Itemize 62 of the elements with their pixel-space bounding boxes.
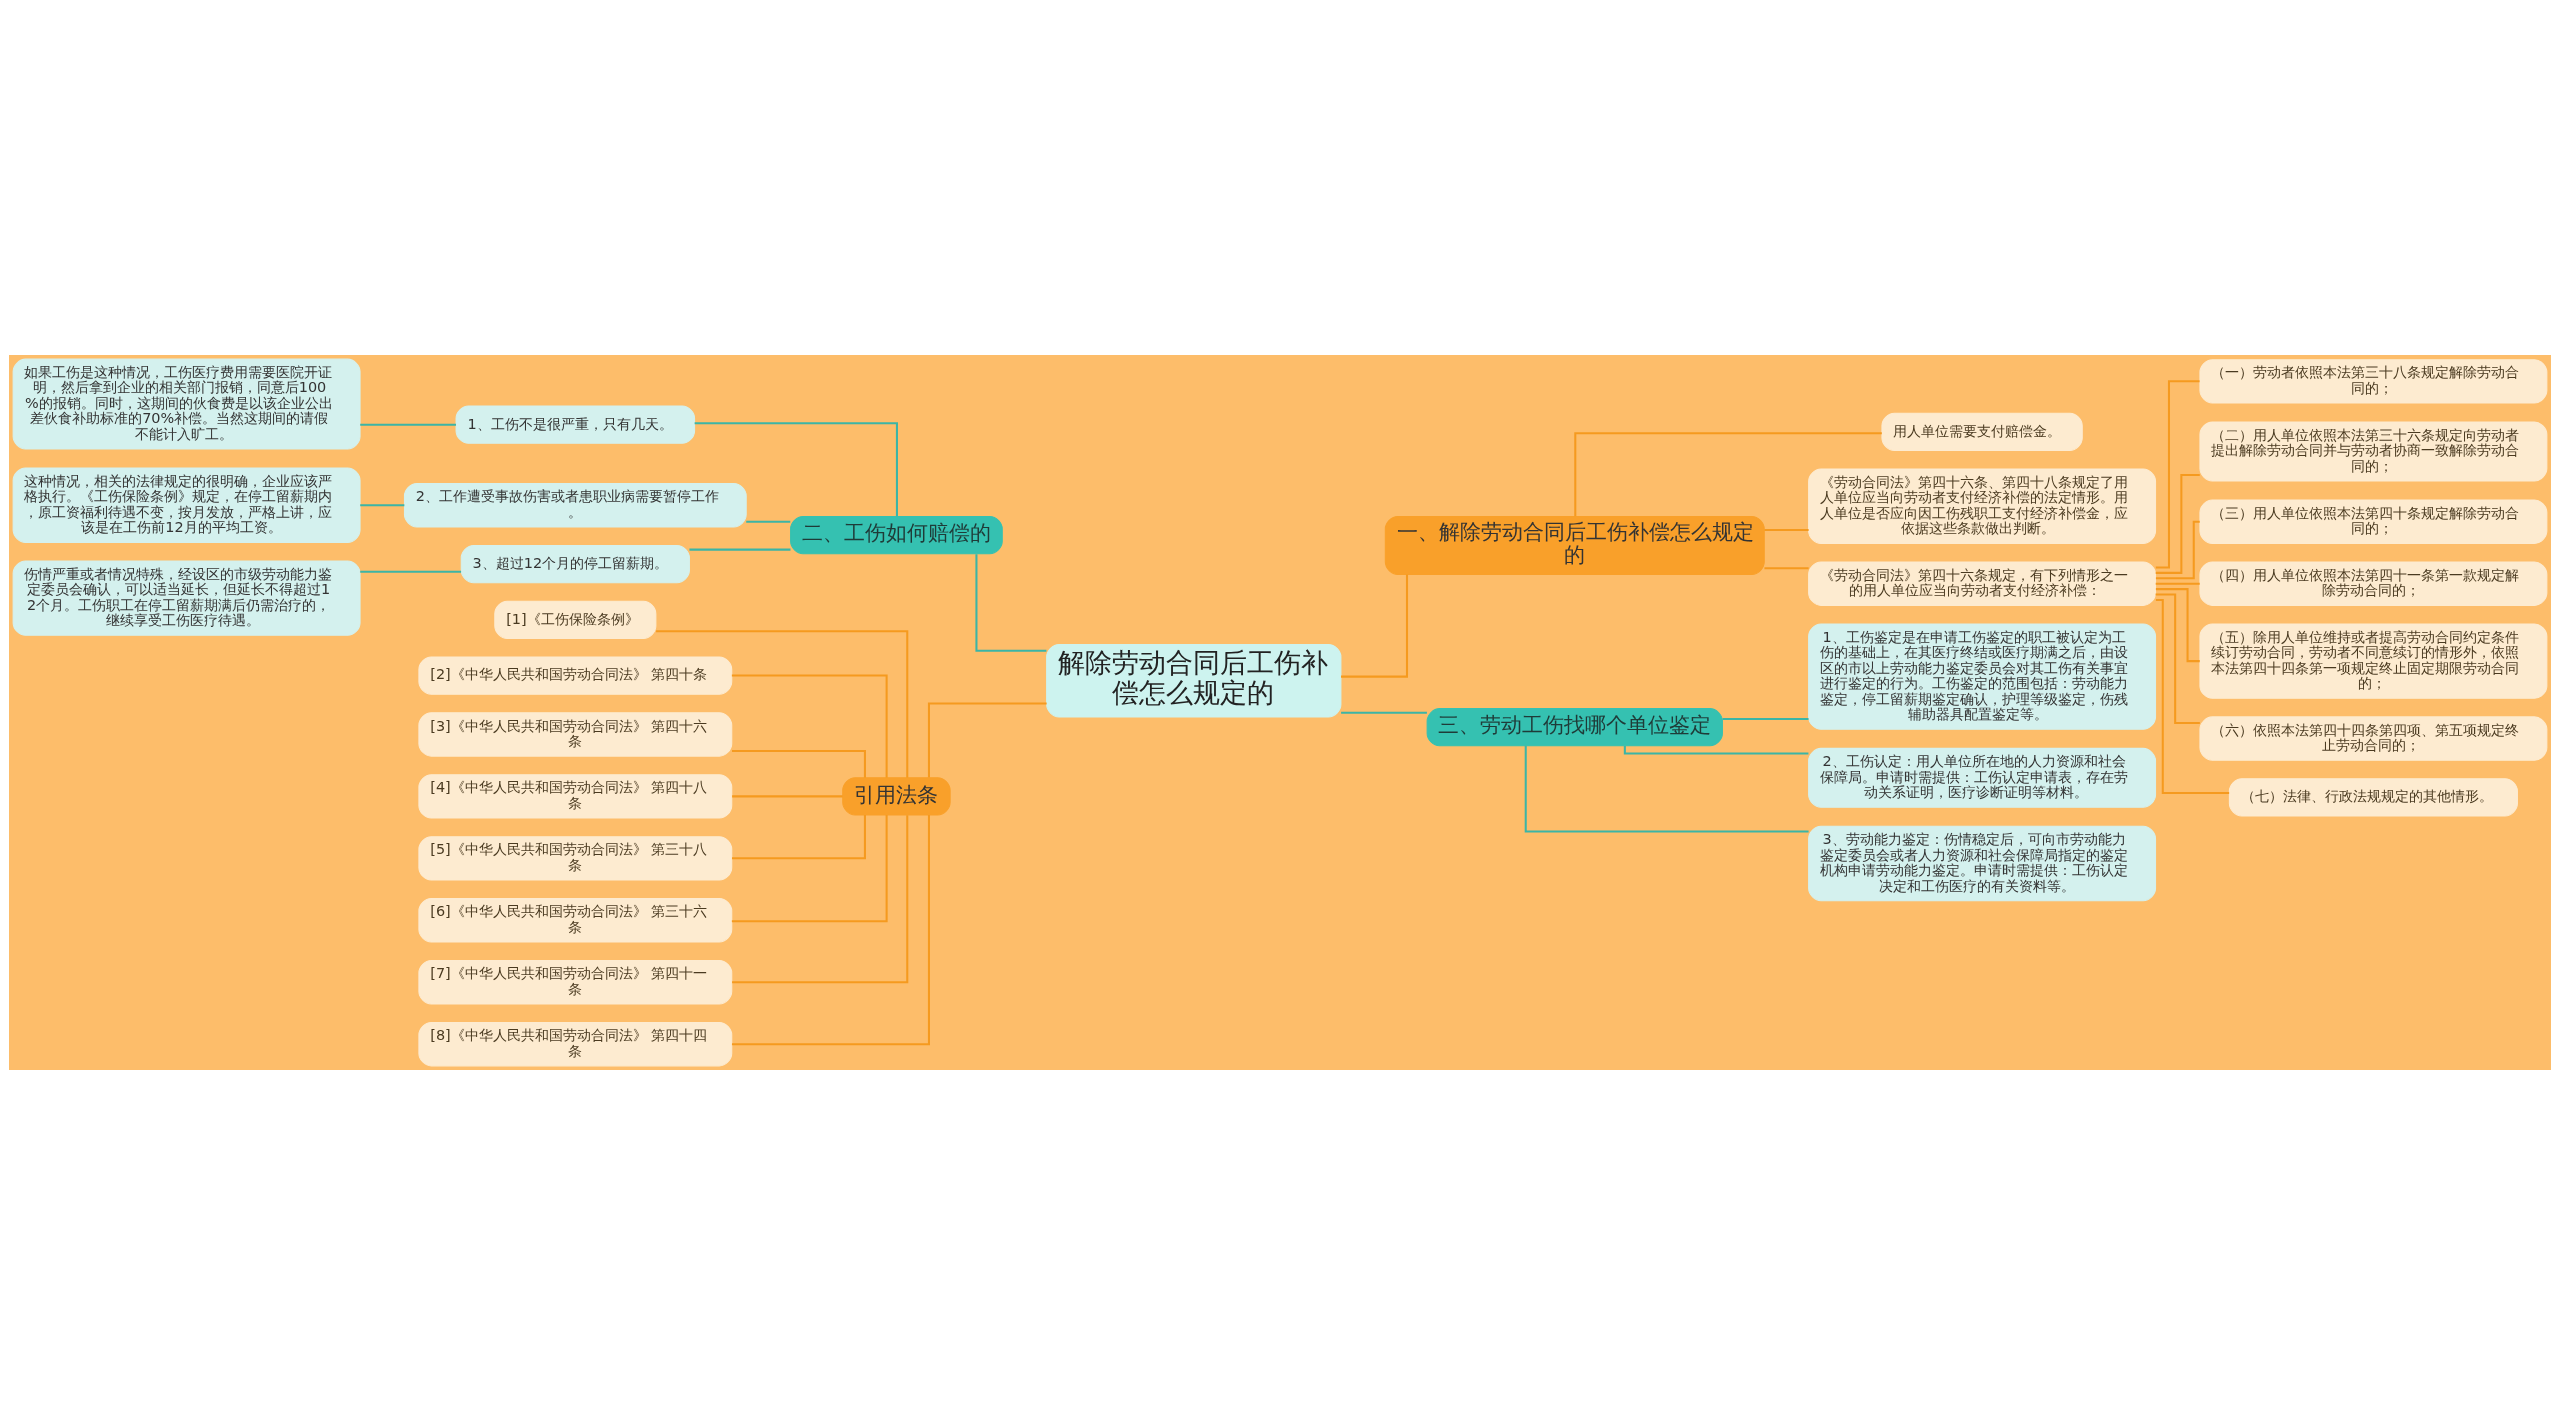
connector (731, 815, 888, 923)
connector (2155, 588, 2200, 663)
node-box: 用人单位需要支付赔偿金。 (1881, 412, 2083, 452)
node-box: 《劳动合同法》第四十六条、第四十八条规定了用人单位应当向劳动者支付经济补偿的法定情形。用人单位是否应向因工伤残职工支付经济补偿金，应依据这些条款做出判断。 (1808, 468, 2157, 544)
node-box: （七）法律、行政法规规定的其他情形。 (2228, 778, 2518, 817)
node-box: （六）依照本法第四十四条第四项、第五项规定终止劳动合同的； (2199, 716, 2548, 761)
connector (2155, 474, 2200, 574)
node-box: 1、工伤不是很严重，只有几天。 (455, 405, 696, 444)
connector (1623, 746, 1809, 755)
node-box: [5]《中华人民共和国劳动合同法》 第三十八条 (418, 836, 733, 881)
node-box: [4]《中华人民共和国劳动合同法》 第四十八条 (418, 774, 733, 819)
node-box: [3]《中华人民共和国劳动合同法》 第四十六条 (418, 712, 733, 757)
connector (1341, 711, 1427, 714)
node-box: 引用法条 (842, 777, 951, 816)
node-box: （四）用人单位依照本法第四十一条第一款规定解除劳动合同的； (2199, 561, 2548, 606)
connector (732, 795, 843, 798)
node-box: [7]《中华人民共和国劳动合同法》 第四十一条 (418, 960, 733, 1005)
connector (2155, 582, 2200, 585)
node-box: [8]《中华人民共和国劳动合同法》 第四十四条 (418, 1022, 733, 1067)
connector (732, 749, 866, 778)
node-box: 3、劳动能力鉴定：伤情稳定后，可向市劳动能力鉴定委员会或者人力资源和社会保障局指定的鉴定机构申请劳动能力鉴定。申请时需提供：工伤认定决定和工伤医疗的有关资料等。 (1808, 825, 2157, 902)
connector (689, 548, 791, 551)
connector (1574, 432, 1882, 517)
node-box: 3、超过12个月的停工留薪期。 (460, 544, 690, 584)
node-box: 二、工伤如何赔偿的 (790, 516, 1003, 555)
node-box: 三、劳动工伤找哪个单位鉴定 (1426, 708, 1723, 747)
connector (975, 554, 1047, 652)
connector (1341, 574, 1409, 678)
connector (927, 702, 1047, 778)
connector (1524, 745, 1809, 833)
node-box: 2、工作遭受事故伤害或者患职业病需要暂停工作。 (403, 483, 747, 528)
connector (1764, 567, 1809, 570)
node-box: （五）除用人单位维持或者提高劳动合同约定条件续订劳动合同，劳动者不同意续订的情形外，依照本法第四十四条第一项规定终止固定期限劳动合同的； (2199, 623, 2548, 699)
connector (2155, 520, 2200, 580)
connector (360, 570, 462, 573)
connector (360, 504, 405, 507)
node-box: 2、工伤认定：用人单位所在地的人力资源和社会保障局。申请时需提供：工伤认定申请表，存在劳动关系证明，医疗诊断证明等材料。 (1808, 747, 2157, 808)
connector (360, 423, 456, 426)
node-box: （三）用人单位依照本法第四十条规定解除劳动合同的； (2199, 499, 2548, 544)
node-box: [2]《中华人民共和国劳动合同法》 第四十条 (418, 656, 733, 695)
connector (2155, 593, 2200, 725)
connector (656, 630, 909, 778)
node-box: 伤情严重或者情况特殊，经设区的市级劳动能力鉴定委员会确认，可以适当延长，但延长不得超过12个月。工伤职工在停工留薪期满后仍需治疗的，继续享受工伤医疗待遇。 (12, 560, 361, 636)
node-box: 这种情况，相关的法律规定的很明确，企业应该严格执行。《工伤保险条例》规定，在停工留薪期内，原工资福利待遇不变，按月发放，严格上讲，应该是在工伤前12月的平均工资。 (12, 467, 361, 543)
node-box: [1]《工伤保险条例》 (494, 600, 657, 639)
connector (746, 520, 791, 523)
connector (732, 815, 909, 984)
connector (694, 422, 898, 517)
connector (2155, 598, 2230, 795)
node-box: [6]《中华人民共和国劳动合同法》 第三十六条 (418, 898, 733, 943)
connector (1764, 529, 1809, 532)
node-box: 解除劳动合同后工伤补偿怎么规定的 (1046, 644, 1342, 718)
node-box: （二）用人单位依照本法第三十六条规定向劳动者提出解除劳动合同并与劳动者协商一致解除劳动合同的； (2199, 421, 2548, 482)
node-box: 《劳动合同法》第四十六条规定，有下列情形之一的用人单位应当向劳动者支付经济补偿： (1808, 561, 2157, 606)
connector (1722, 717, 1809, 720)
node-box: （一）劳动者依照本法第三十八条规定解除劳动合同的； (2199, 359, 2548, 404)
node-box: 一、解除劳动合同后工伤补偿怎么规定的 (1384, 516, 1765, 575)
node-box: 1、工伤鉴定是在申请工伤鉴定的职工被认定为工伤的基础上，在其医疗终结或医疗期满之后，由设区的市以上劳动能力鉴定委员会对其工伤有关事宜进行鉴定的行为。工伤鉴定的范围包括：劳动能力鉴定，停工留薪期鉴定确认，护理等级鉴定，伤残辅助器具配置鉴定等。 (1808, 623, 2157, 730)
connector (732, 814, 866, 860)
connector (731, 815, 930, 1046)
connector (731, 674, 888, 778)
node-box: 如果工伤是这种情况，工伤医疗费用需要医院开证明，然后拿到企业的相关部门报销，同意后100%的报销。同时，这期间的伙食费是以该企业公出差伙食补助标准的70%补偿。当然这期间的请假不能计入旷工。 (12, 358, 361, 450)
